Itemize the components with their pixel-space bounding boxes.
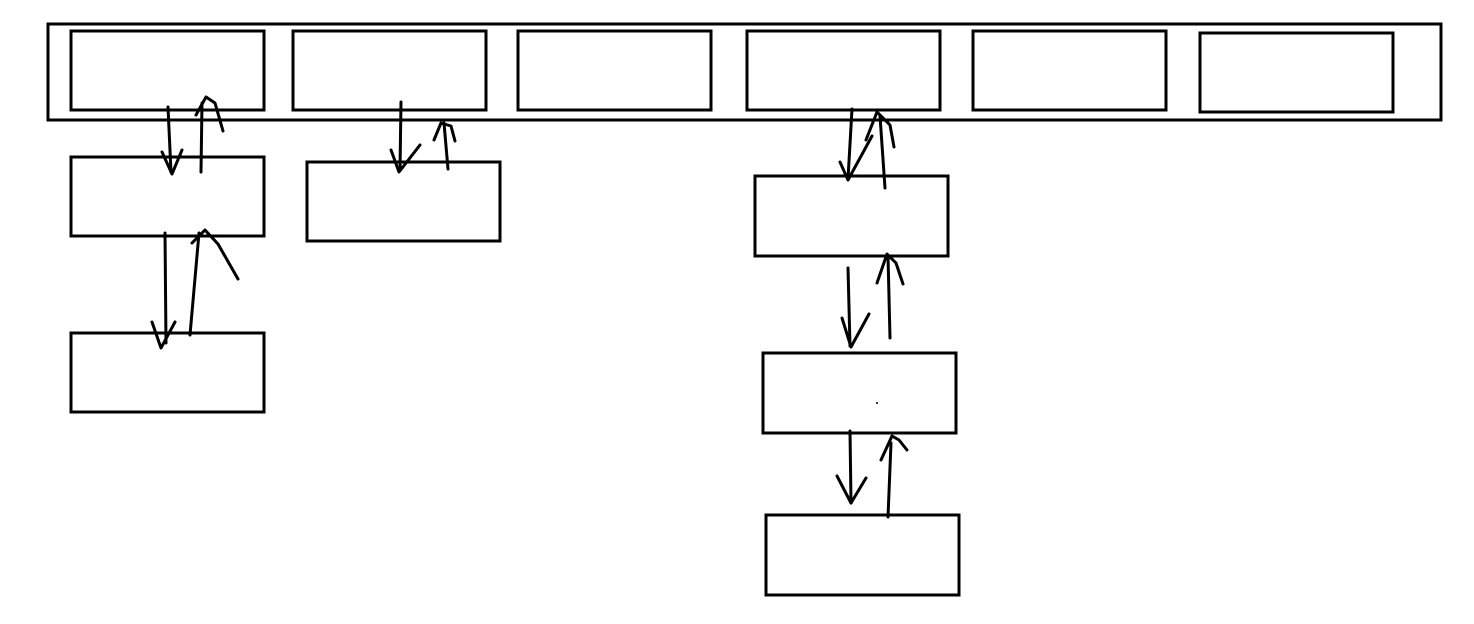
- menu-tab-6: [1198, 31, 1395, 114]
- tab-2-submenu-level-1: [305, 160, 502, 243]
- two-way-arrow-tab1-to-sub1: [160, 95, 225, 176]
- menu-tab-3: [516, 29, 713, 112]
- two-way-arrow-tab2-to-sub: [389, 100, 457, 174]
- tab-4-submenu-level-2: [761, 351, 958, 435]
- two-way-arrow-sub1-to-sub2: [150, 228, 240, 350]
- top-menu-bar: [46, 22, 1443, 122]
- menu-tab-1: [69, 29, 266, 112]
- two-way-arrow-tab4-to-sub1: [838, 107, 896, 190]
- menu-tab-4: [745, 29, 942, 112]
- menu-tab-2: [291, 29, 488, 112]
- tab-1-submenu-level-2: [69, 331, 266, 414]
- stray-dot: [876, 402, 878, 404]
- tab-4-submenu-level-1: [753, 174, 950, 258]
- tab-4-submenu-level-3: [764, 513, 961, 597]
- tab-1-submenu-level-1: [69, 155, 266, 238]
- two-way-arrow-tab4-sub2-to-sub3: [835, 429, 909, 519]
- menu-tab-5: [971, 29, 1168, 112]
- two-way-arrow-tab4-sub1-to-sub2: [840, 252, 905, 349]
